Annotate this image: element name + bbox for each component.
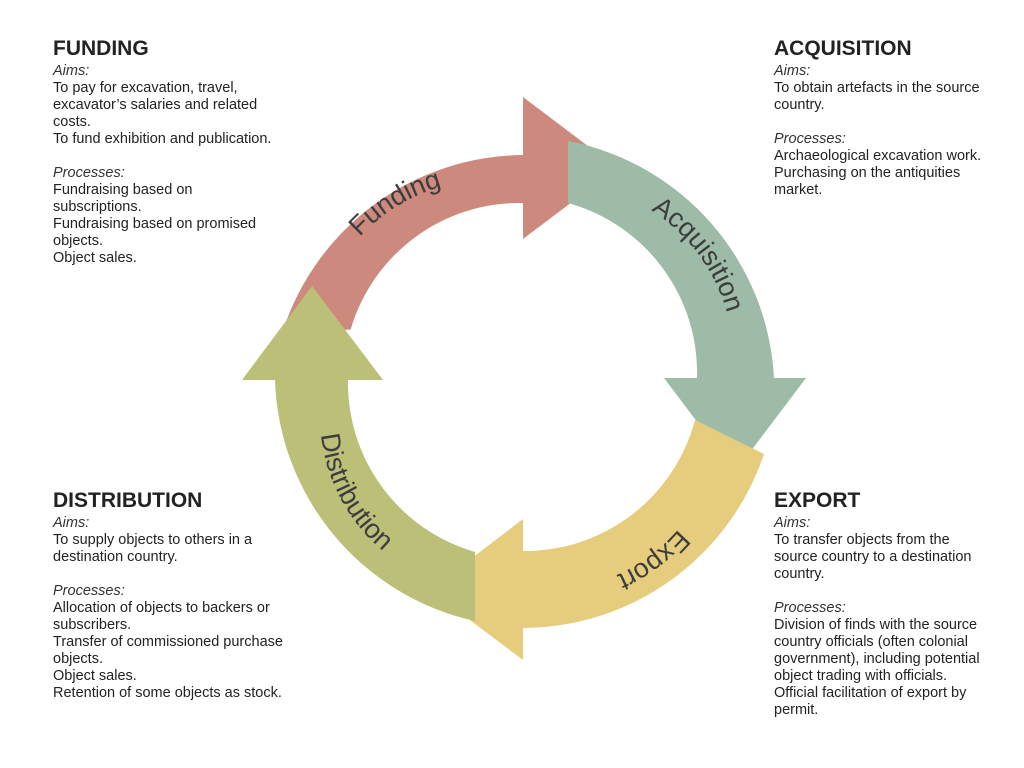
acquisition-arrow bbox=[568, 141, 806, 472]
process-line: Fundraising based on bbox=[53, 182, 193, 198]
aims-line: country. bbox=[774, 566, 825, 582]
aims-line: excavator’s salaries and related bbox=[53, 97, 258, 113]
distribution-arrow bbox=[242, 286, 475, 621]
aims-line: To transfer objects from the bbox=[774, 532, 950, 548]
process-line: permit. bbox=[774, 702, 819, 718]
distribution-aims-label: Aims: bbox=[53, 515, 90, 531]
aims-line: To pay for excavation, travel, bbox=[53, 80, 238, 96]
export-processes: Processes: Division of finds with the so… bbox=[774, 600, 1014, 719]
acquisition-aims: Aims: To obtain artefacts in the source … bbox=[774, 63, 1024, 114]
distribution-title: DISTRIBUTION bbox=[53, 489, 203, 512]
aims-line: To fund exhibition and publication. bbox=[53, 131, 272, 147]
process-line: Purchasing on the antiquities bbox=[774, 165, 961, 181]
export-arrow bbox=[430, 420, 764, 660]
process-line: subscriptions. bbox=[53, 199, 142, 215]
export-title: EXPORT bbox=[774, 489, 861, 512]
distribution-processes: Processes: Allocation of objects to back… bbox=[53, 583, 308, 702]
aims-line: To obtain artefacts in the source bbox=[774, 80, 980, 96]
process-line: objects. bbox=[53, 651, 103, 667]
export-aims: Aims: To transfer objects from the sourc… bbox=[774, 515, 1014, 583]
distribution-panel: DISTRIBUTION Aims: To supply objects to … bbox=[53, 489, 308, 702]
process-line: objects. bbox=[53, 233, 103, 249]
funding-processes: Processes: Fundraising based on subscrip… bbox=[53, 165, 308, 267]
funding-panel: FUNDING Aims: To pay for excavation, tra… bbox=[53, 37, 308, 267]
process-line: country officials (often colonial bbox=[774, 634, 968, 650]
funding-title: FUNDING bbox=[53, 37, 149, 60]
acquisition-panel: ACQUISITION Aims: To obtain artefacts in… bbox=[774, 37, 1024, 199]
acquisition-processes: Processes: Archaeological excavation wor… bbox=[774, 131, 1024, 199]
process-line: subscribers. bbox=[53, 617, 132, 633]
aims-line: country. bbox=[774, 97, 825, 113]
export-panel: EXPORT Aims: To transfer objects from th… bbox=[774, 489, 1014, 719]
funding-arrow bbox=[283, 97, 617, 330]
aims-line: To supply objects to others in a bbox=[53, 532, 253, 548]
process-line: Fundraising based on promised bbox=[53, 216, 257, 232]
process-line: market. bbox=[774, 182, 823, 198]
acquisition-processes-label: Processes: bbox=[774, 131, 846, 147]
process-line: Retention of some objects as stock. bbox=[53, 685, 282, 701]
process-line: Official facilitation of export by bbox=[774, 685, 967, 701]
process-line: Allocation of objects to backers or bbox=[53, 600, 270, 616]
process-line: Archaeological excavation work. bbox=[774, 148, 982, 164]
funding-aims: Aims: To pay for excavation, travel, exc… bbox=[53, 63, 308, 148]
aims-line: costs. bbox=[53, 114, 91, 130]
export-aims-label: Aims: bbox=[774, 515, 811, 531]
process-line: Object sales. bbox=[53, 250, 137, 266]
acquisition-aims-label: Aims: bbox=[774, 63, 811, 79]
process-line: Transfer of commissioned purchase bbox=[53, 634, 283, 650]
process-line: object trading with officials. bbox=[774, 668, 948, 684]
distribution-aims: Aims: To supply objects to others in a d… bbox=[53, 515, 308, 566]
process-line: Object sales. bbox=[53, 668, 137, 684]
funding-processes-label: Processes: bbox=[53, 165, 125, 181]
distribution-processes-label: Processes: bbox=[53, 583, 125, 599]
aims-line: source country to a destination bbox=[774, 549, 972, 565]
process-line: government), including potential bbox=[774, 651, 980, 667]
funding-aims-label: Aims: bbox=[53, 63, 90, 79]
process-line: Division of finds with the source bbox=[774, 617, 978, 633]
export-processes-label: Processes: bbox=[774, 600, 846, 616]
aims-line: destination country. bbox=[53, 549, 178, 565]
acquisition-title: ACQUISITION bbox=[774, 37, 912, 60]
